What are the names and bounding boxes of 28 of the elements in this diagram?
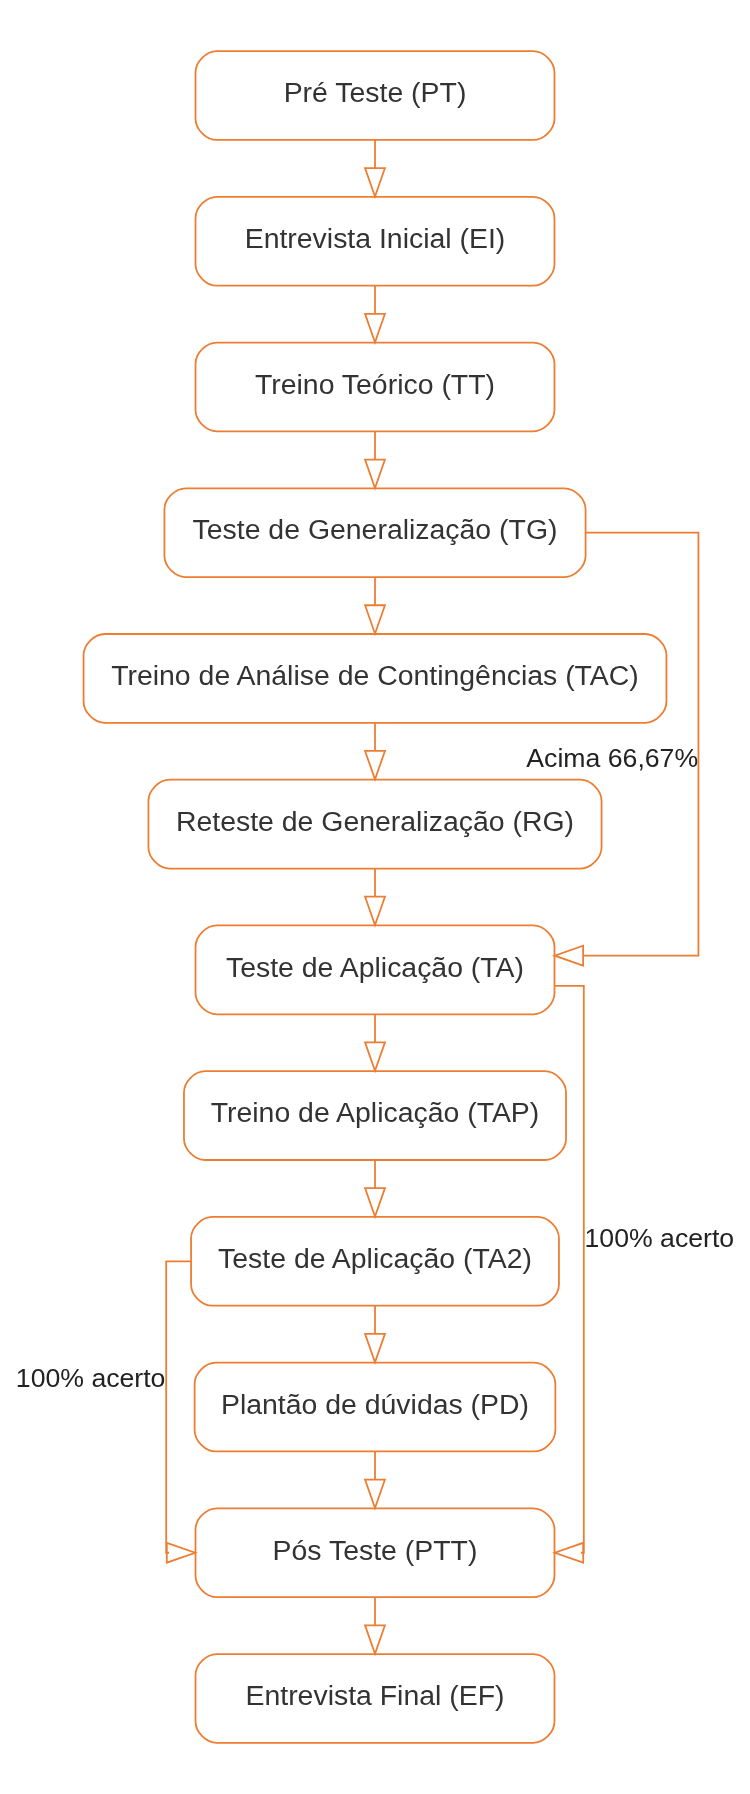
edge-label: 100% acerto	[15, 1363, 166, 1394]
arrow	[552, 531, 700, 967]
arrow	[363, 1596, 387, 1657]
node-box: Pós Teste (PTT)	[194, 1507, 556, 1599]
node-box: Treino de Análise de Contingências (TAC)	[82, 633, 668, 724]
node-box: Reteste de Generalização (RG)	[147, 778, 603, 870]
arrow	[363, 139, 387, 200]
arrow	[363, 576, 387, 637]
arrow	[363, 1450, 387, 1511]
node-box: Teste de Generalização (TG)	[163, 487, 587, 578]
node-box: Entrevista Final (EF)	[194, 1653, 556, 1744]
node-box: Pré Teste (PT)	[194, 50, 556, 141]
edge-label: 100% acerto	[584, 1223, 735, 1254]
node-box: Treino Teórico (TT)	[194, 341, 556, 433]
node-box: Plantão de dúvidas (PD)	[193, 1361, 557, 1453]
arrow	[363, 722, 387, 783]
arrow	[552, 984, 585, 1564]
arrow	[363, 284, 387, 345]
arrow	[363, 1013, 387, 1074]
edge-label: Acima 66,67%	[526, 742, 699, 773]
node-box: Treino de Aplicação (TAP)	[183, 1070, 567, 1161]
node-box: Entrevista Inicial (EI)	[194, 195, 556, 287]
arrow	[363, 1304, 387, 1365]
node-box: Teste de Aplicação (TA)	[194, 924, 556, 1016]
arrow	[363, 1159, 387, 1220]
arrow	[363, 867, 387, 928]
arrow	[363, 430, 387, 491]
node-box: Teste de Aplicação (TA2)	[190, 1216, 560, 1307]
